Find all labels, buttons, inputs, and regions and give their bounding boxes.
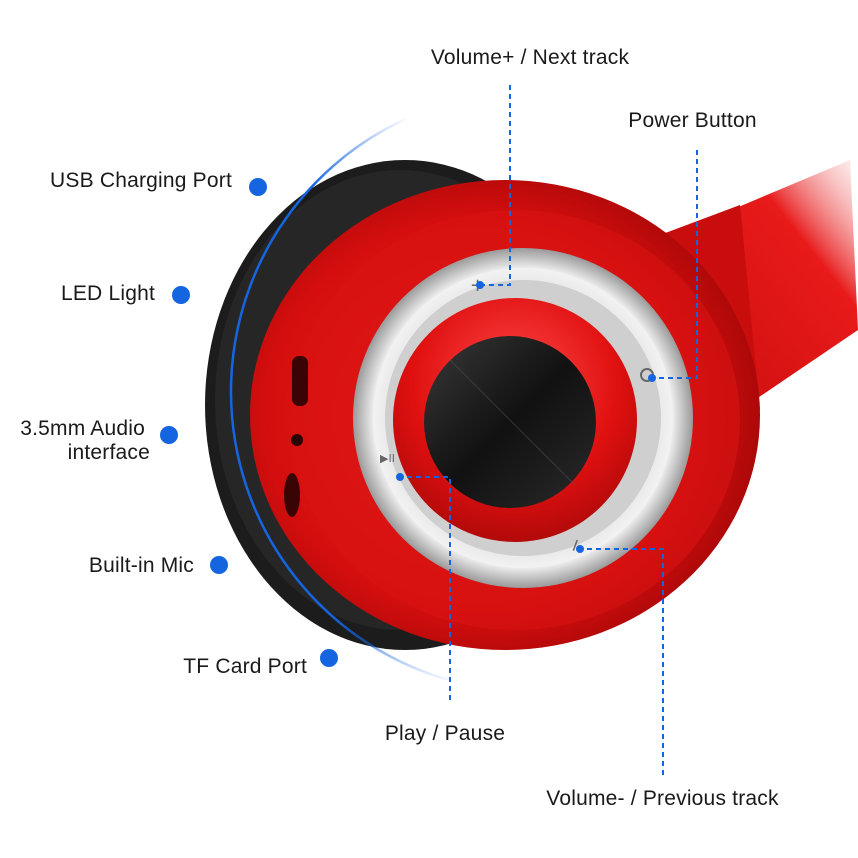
vol-up-line (480, 85, 511, 286)
audio-dot (160, 426, 178, 444)
usb-port (292, 356, 308, 406)
label-led-light: LED Light (60, 282, 155, 305)
label-volume-up: Volume+ / Next track (430, 46, 630, 69)
play-line (400, 476, 451, 700)
center-disc (424, 336, 596, 508)
power-line (652, 150, 698, 379)
led-dot (172, 286, 190, 304)
vol-down-line (580, 548, 664, 775)
callout-lines (400, 85, 698, 775)
audio-jack (291, 434, 303, 446)
tf-slot (284, 473, 300, 517)
feature-arc (229, 115, 461, 685)
play-pause-icon: ▶II (380, 452, 395, 465)
play-point (396, 473, 404, 481)
mic-dot (210, 556, 228, 574)
usb-dot (249, 178, 267, 196)
label-usb-charging-port: USB Charging Port (50, 169, 232, 192)
vol-down-point (576, 545, 584, 553)
label-audio-line1: 3.5mm Audio (20, 417, 145, 440)
tf-dot (320, 649, 338, 667)
label-power-button: Power Button (628, 109, 757, 132)
label-built-in-mic: Built-in Mic (88, 554, 194, 577)
label-audio-line2: interface (67, 441, 150, 464)
label-volume-down: Volume- / Previous track (546, 787, 779, 810)
power-point (648, 374, 656, 382)
label-play-pause: Play / Pause (384, 722, 506, 745)
label-tf-card-port: TF Card Port (183, 655, 307, 678)
vol-up-point (476, 281, 484, 289)
